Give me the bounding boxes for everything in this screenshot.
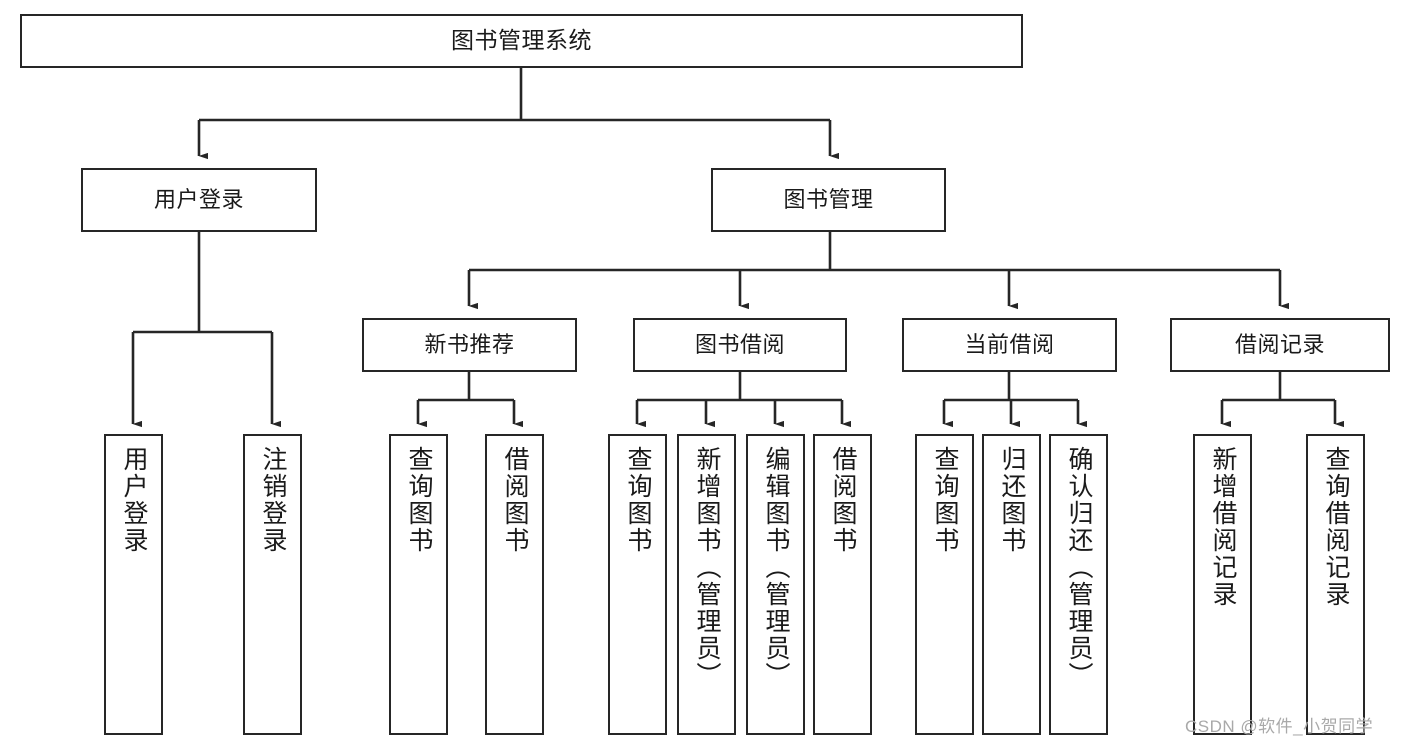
node-label: 归还图书	[998, 446, 1026, 554]
node-leaf-query-record[interactable]: 查询借阅记录	[1306, 434, 1365, 735]
node-label: 查询图书	[405, 446, 433, 554]
node-label: 用户登录	[120, 446, 148, 554]
node-label: 确认归还（管理员）	[1065, 446, 1093, 689]
node-label: 新书推荐	[424, 332, 515, 358]
node-label: 编辑图书（管理员）	[762, 446, 790, 689]
node-label: 注销登录	[259, 446, 287, 554]
node-label: 新增图书（管理员）	[693, 446, 721, 689]
node-leaf-query-book-3[interactable]: 查询图书	[915, 434, 974, 735]
node-leaf-confirm-return[interactable]: 确认归还（管理员）	[1049, 434, 1108, 735]
node-label: 借阅记录	[1234, 332, 1325, 358]
node-leaf-borrow-book-1[interactable]: 借阅图书	[485, 434, 544, 735]
node-book-borrow[interactable]: 图书借阅	[633, 318, 847, 372]
csdn-watermark: CSDN @软件_小贺同学	[1185, 717, 1374, 736]
node-leaf-logout-login[interactable]: 注销登录	[243, 434, 302, 735]
node-label: 查询图书	[624, 446, 652, 554]
node-label: 借阅图书	[829, 446, 857, 554]
node-leaf-user-login[interactable]: 用户登录	[104, 434, 163, 735]
node-book-management[interactable]: 图书管理	[711, 168, 946, 232]
node-leaf-add-record[interactable]: 新增借阅记录	[1193, 434, 1252, 735]
node-label: 新增借阅记录	[1209, 446, 1237, 608]
node-label: 当前借阅	[964, 332, 1055, 358]
node-label: 用户登录	[153, 187, 244, 213]
node-user-login[interactable]: 用户登录	[81, 168, 317, 232]
node-current-borrow[interactable]: 当前借阅	[902, 318, 1117, 372]
node-label: 图书管理	[783, 187, 874, 213]
node-label: 查询借阅记录	[1322, 446, 1350, 608]
node-label: 借阅图书	[501, 446, 529, 554]
node-label: 查询图书	[931, 446, 959, 554]
node-leaf-add-book[interactable]: 新增图书（管理员）	[677, 434, 736, 735]
node-leaf-edit-book[interactable]: 编辑图书（管理员）	[746, 434, 805, 735]
node-label: 图书借阅	[694, 332, 785, 358]
node-root-system[interactable]: 图书管理系统	[20, 14, 1023, 68]
node-leaf-return-book[interactable]: 归还图书	[982, 434, 1041, 735]
node-leaf-query-book-1[interactable]: 查询图书	[389, 434, 448, 735]
node-leaf-query-book-2[interactable]: 查询图书	[608, 434, 667, 735]
node-label: 图书管理系统	[451, 27, 592, 54]
node-new-book-recommend[interactable]: 新书推荐	[362, 318, 577, 372]
node-borrow-record[interactable]: 借阅记录	[1170, 318, 1390, 372]
node-leaf-borrow-book-2[interactable]: 借阅图书	[813, 434, 872, 735]
